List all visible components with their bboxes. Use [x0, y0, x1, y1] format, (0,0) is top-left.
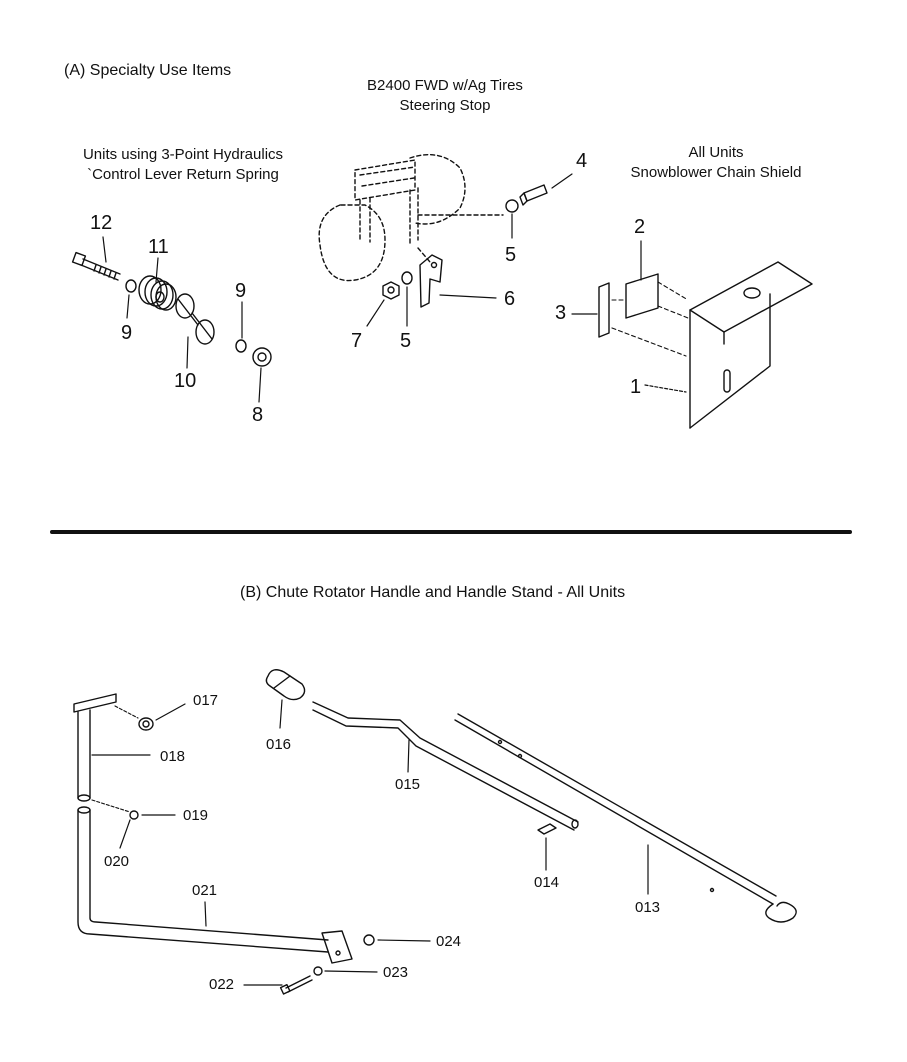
chain-shield-1-drawing: [690, 262, 812, 428]
washer-9-top: [126, 280, 136, 292]
leader-015: [408, 740, 409, 772]
leader-1: [645, 385, 686, 392]
assembly-017: [115, 706, 138, 718]
leader-020: [120, 820, 130, 848]
stand-base-021-drawing: [78, 807, 352, 963]
hydraulics-heading-line2: `Control Lever Return Spring: [87, 166, 279, 183]
callout-9a: 9: [121, 322, 133, 344]
callout-1: 1: [630, 376, 642, 398]
section-b-title: (B) Chute Rotator Handle and Handle Stan…: [240, 584, 626, 601]
leader-12: [103, 237, 106, 262]
leader-017: [156, 704, 185, 720]
leader-024: [378, 940, 430, 941]
callout-015: 015: [395, 776, 421, 793]
stand-top-018-drawing: [74, 694, 116, 801]
section-a-title: (A) Specialty Use Items: [64, 62, 232, 79]
axle-housing-drawing: [319, 155, 503, 281]
chain-shield-heading-line1: All Units: [688, 144, 744, 161]
nut-8-drawing: [253, 348, 271, 366]
callout-7: 7: [351, 330, 363, 352]
pin-014-drawing: [538, 824, 556, 834]
leader-016: [280, 700, 282, 728]
leader-11: [156, 258, 158, 282]
nut-017-drawing: [139, 718, 153, 730]
callout-019: 019: [183, 807, 209, 824]
washer-023-drawing: [314, 967, 322, 975]
washer-5-bottom: [402, 272, 412, 284]
nut-024-drawing: [364, 935, 374, 945]
rod-013-drawing: [455, 714, 796, 922]
callout-4: 4: [576, 150, 588, 172]
washer-5-top: [506, 200, 518, 212]
leader-9a: [127, 295, 129, 318]
hydraulics-heading-line1: Units using 3-Point Hydraulics: [82, 146, 284, 163]
knob-016-drawing: [266, 670, 304, 700]
nut-7-drawing: [383, 282, 399, 299]
leader-021: [205, 902, 206, 926]
assembly-019: [92, 800, 130, 812]
callout-5a: 5: [505, 244, 517, 266]
callout-6: 6: [504, 288, 516, 310]
callout-018: 018: [160, 748, 186, 765]
chain-shield-heading-line2: Snowblower Chain Shield: [630, 164, 802, 181]
callout-9b: 9: [235, 280, 247, 302]
stop-bracket-6-drawing: [420, 255, 442, 307]
steering-stop-heading-line1: B2400 FWD w/Ag Tires: [367, 77, 523, 94]
callout-014: 014: [534, 874, 560, 891]
assembly-lines: [612, 282, 688, 356]
callout-11: 11: [148, 236, 169, 258]
leader-6: [440, 295, 496, 298]
spring-11-drawing: [139, 276, 176, 310]
leader-023: [325, 971, 377, 972]
leader-8: [259, 368, 261, 402]
callout-8: 8: [252, 404, 264, 426]
plate-2-drawing: [626, 274, 658, 318]
bolt-022-drawing: [281, 976, 312, 994]
sleeve-10-drawing: [176, 294, 214, 344]
steering-stop-heading-line2: Steering Stop: [399, 97, 491, 114]
callout-024: 024: [436, 933, 462, 950]
leader-4: [552, 174, 572, 188]
handle-015-drawing: [313, 702, 578, 830]
callout-5b: 5: [400, 330, 412, 352]
bolt-12-drawing: [73, 253, 120, 280]
plate-3-drawing: [599, 283, 609, 337]
callout-12: 12: [90, 212, 113, 234]
callout-017: 017: [193, 692, 219, 709]
bolt-4-drawing: [520, 185, 547, 205]
washer-9-bottom: [236, 340, 246, 352]
leader-7: [367, 300, 384, 326]
callout-021: 021: [192, 882, 218, 899]
callout-10: 10: [174, 370, 197, 392]
callout-3: 3: [555, 302, 567, 324]
callout-2: 2: [634, 216, 646, 238]
callout-022: 022: [209, 976, 235, 993]
callout-016: 016: [266, 736, 292, 753]
callout-013: 013: [635, 899, 661, 916]
callout-023: 023: [383, 964, 409, 981]
screw-019-drawing: [130, 811, 138, 819]
leader-10: [187, 337, 188, 368]
callout-020: 020: [104, 853, 130, 870]
